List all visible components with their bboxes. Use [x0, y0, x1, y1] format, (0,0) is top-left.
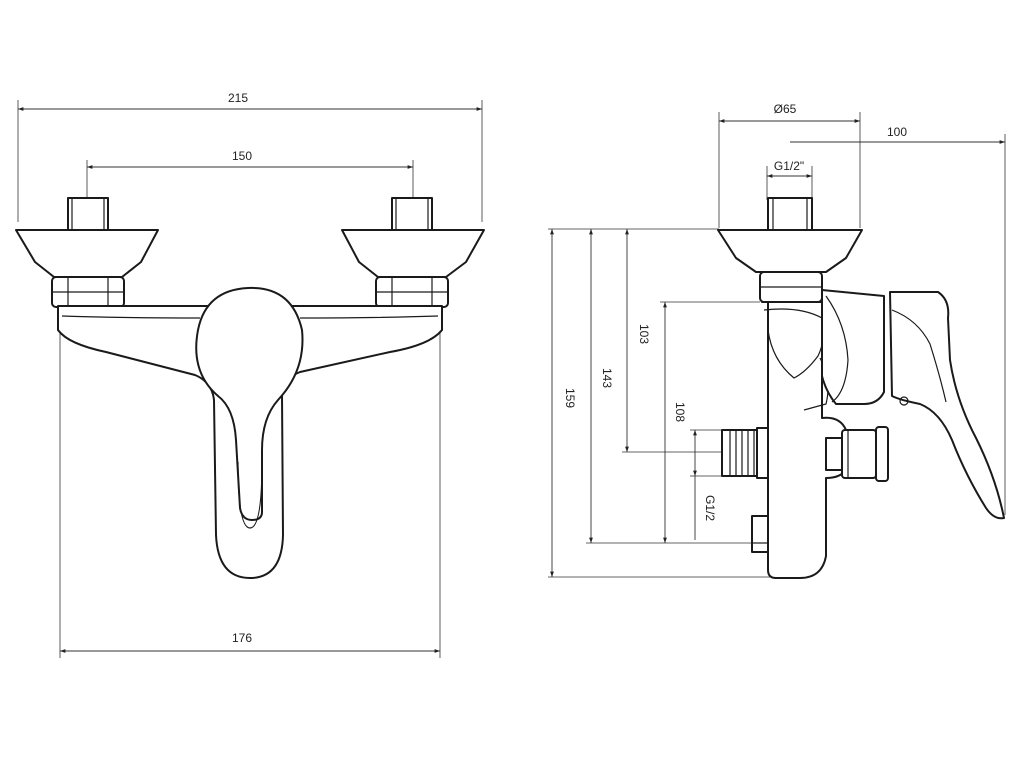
dim-label-65: Ø65	[774, 102, 797, 116]
outlet-thread	[721, 427, 769, 479]
bottom-outlet	[751, 515, 769, 553]
dim-label-108: 108	[673, 402, 687, 422]
dim-label-143: 143	[600, 368, 614, 388]
side-view	[548, 112, 1006, 579]
side-escutcheon	[717, 229, 863, 273]
diverter-knob	[825, 426, 889, 482]
dim-label-g12-top: G1/2"	[774, 159, 804, 173]
left-escutcheon	[15, 229, 159, 278]
right-escutcheon	[341, 229, 485, 278]
dim-label-159: 159	[563, 388, 577, 408]
dim-label-100: 100	[887, 125, 907, 139]
front-view	[15, 100, 485, 658]
right-inlet	[341, 197, 485, 308]
side-lever	[889, 291, 1005, 520]
dim-label-g12-side: G1/2	[703, 495, 717, 521]
side-body	[761, 301, 847, 579]
dim-label-103: 103	[637, 324, 651, 344]
dim-label-150: 150	[232, 149, 252, 163]
dim-label-176: 176	[232, 631, 252, 645]
dim-label-215: 215	[228, 91, 248, 105]
left-inlet	[15, 197, 159, 308]
lever-handle	[195, 286, 304, 521]
